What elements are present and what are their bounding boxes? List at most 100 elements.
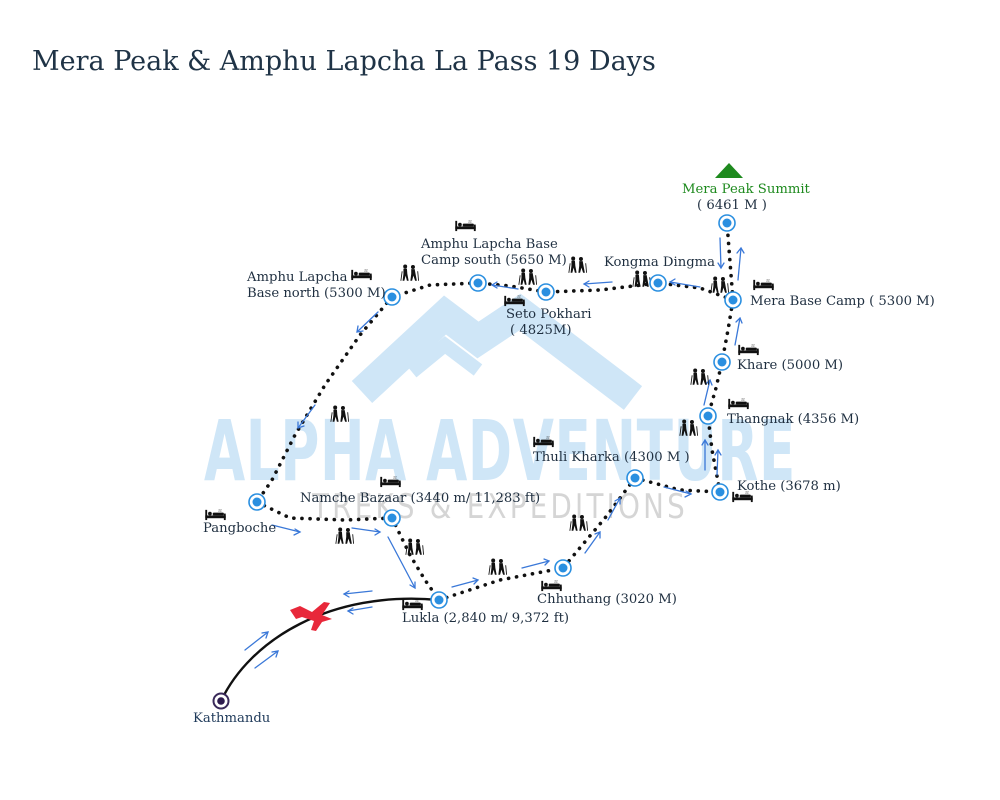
place-labels: Lukla (2,840 m/ 9,372 ft) Chhuthang (302… bbox=[193, 182, 935, 726]
label-mera-base-camp: Mera Base Camp ( 5300 M) bbox=[750, 294, 935, 309]
route-thuli-kharka-to-kothe bbox=[633, 476, 722, 494]
hikers-icon bbox=[405, 538, 424, 556]
route-mera-base-camp-to-summit bbox=[725, 221, 735, 302]
hikers-icon bbox=[335, 527, 354, 545]
label-abc-north: Amphu Lapcha bbox=[246, 270, 348, 285]
arrow-icon bbox=[271, 524, 301, 533]
arrowhead-icon bbox=[614, 496, 621, 505]
label-abc-south-line2: Camp south (5650 M) bbox=[421, 253, 567, 268]
label-mera-peak-summit: Mera Peak Summit bbox=[682, 182, 811, 197]
origin-marker[interactable] bbox=[212, 692, 230, 710]
hikers-icon bbox=[690, 368, 709, 386]
arrow-icon bbox=[343, 590, 373, 595]
waypoint-seto-pokhari[interactable] bbox=[537, 283, 555, 301]
arrowhead-icon bbox=[684, 490, 693, 498]
watermark-brand: ALPHA ADVENTURE bbox=[204, 402, 796, 500]
arrow-icon bbox=[669, 281, 701, 288]
label-namche-bazaar: Namche Bazaar (3440 m/ 11,283 ft) bbox=[300, 491, 540, 506]
arrow-icon bbox=[351, 527, 381, 533]
arrow-icon bbox=[387, 536, 416, 589]
arrowhead-icon bbox=[701, 438, 709, 446]
waypoint-kothe[interactable] bbox=[711, 483, 729, 501]
route-abc-north-to-pangboche bbox=[255, 295, 394, 504]
arrowhead-icon bbox=[409, 581, 416, 590]
label-abc-south: Amphu Lapcha Base bbox=[420, 237, 558, 252]
arrow-icon bbox=[716, 449, 719, 476]
label-seto-pokhari-elevation: ( 4825M) bbox=[510, 323, 572, 338]
waypoint-amphu-lapcha-base-camp-south[interactable] bbox=[469, 274, 487, 292]
arrow-icon bbox=[703, 379, 711, 406]
waypoint-namche-bazaar[interactable] bbox=[383, 509, 401, 527]
arrowhead-icon bbox=[356, 325, 364, 333]
label-chhuthang: Chhuthang (3020 M) bbox=[537, 592, 677, 607]
label-thangnak: Thangnak (4356 M) bbox=[727, 412, 859, 427]
route-namche-to-lukla bbox=[390, 516, 441, 602]
route-abc-south-to-abc-north bbox=[390, 281, 480, 299]
waypoint-thangnak[interactable] bbox=[699, 407, 717, 425]
arrowhead-icon bbox=[490, 281, 498, 289]
arrowhead-icon bbox=[271, 650, 279, 658]
label-khare: Khare (5000 M) bbox=[737, 358, 843, 373]
arrowhead-icon bbox=[346, 607, 354, 615]
arrow-icon bbox=[254, 650, 279, 669]
waypoint-thuli-kharka[interactable] bbox=[626, 469, 644, 487]
waypoint-kongma-dingma[interactable] bbox=[649, 274, 667, 292]
route-pangboche-to-namche bbox=[255, 500, 394, 522]
hikers-icon bbox=[488, 558, 507, 576]
arrow-icon bbox=[356, 311, 379, 333]
label-thuli-kharka: Thuli Kharka (4300 M ) bbox=[533, 450, 690, 465]
route-kothe-to-mera-base-camp bbox=[706, 298, 735, 494]
arrow-icon bbox=[244, 631, 269, 651]
arrow-icon bbox=[734, 317, 741, 346]
arrow-icon bbox=[719, 237, 722, 269]
arrowhead-icon bbox=[293, 528, 302, 536]
arrow-icon bbox=[491, 284, 519, 290]
label-mera-peak-summit-elevation: ( 6461 M ) bbox=[697, 198, 767, 213]
arrow-icon bbox=[737, 247, 742, 281]
map-title: Mera Peak & Amphu Lapcha La Pass 19 Days bbox=[32, 46, 656, 77]
watermark: ALPHA ADVENTURE TREKS & EXPEDITIONS bbox=[204, 293, 796, 527]
hikers-icon bbox=[710, 276, 729, 294]
route-seto-pokhari-to-abc-south bbox=[476, 281, 548, 294]
waypoint-chhuthang[interactable] bbox=[554, 559, 572, 577]
arrow-icon bbox=[521, 560, 550, 569]
summit-peak-icon bbox=[715, 163, 743, 178]
waypoint-amphu-lapcha-base-north[interactable] bbox=[383, 288, 401, 306]
bed-icon bbox=[541, 579, 562, 592]
hikers-icon bbox=[518, 268, 537, 286]
arrowhead-icon bbox=[582, 280, 590, 288]
waypoint-pangboche[interactable] bbox=[248, 493, 266, 511]
arrowhead-icon bbox=[374, 528, 382, 536]
hikers-icon bbox=[400, 264, 419, 282]
arrowhead-icon bbox=[736, 246, 745, 254]
hikers-icon bbox=[568, 256, 587, 274]
arrowhead-icon bbox=[261, 631, 269, 639]
waypoint-mera-peak-summit[interactable] bbox=[718, 214, 736, 232]
waypoint-lukla[interactable] bbox=[430, 591, 448, 609]
arrowhead-icon bbox=[543, 558, 551, 566]
waypoint-khare[interactable] bbox=[713, 353, 731, 371]
flight-path bbox=[219, 597, 440, 702]
arrowhead-icon bbox=[594, 531, 601, 539]
arrow-icon bbox=[347, 606, 373, 612]
arrowhead-icon bbox=[717, 262, 725, 270]
bed-icon bbox=[351, 268, 372, 281]
airplane-icon bbox=[290, 602, 332, 631]
arrow-icon bbox=[663, 486, 692, 495]
hikers-icon bbox=[632, 270, 651, 288]
bed-icon bbox=[205, 508, 226, 521]
arrowhead-icon bbox=[705, 378, 713, 386]
waypoints bbox=[248, 214, 742, 609]
bed-icon bbox=[402, 598, 423, 611]
waypoint-mera-base-camp[interactable] bbox=[724, 291, 742, 309]
arrowhead-icon bbox=[668, 278, 676, 286]
label-kongma-dingma: Kongma Dingma bbox=[604, 255, 715, 270]
arrow-icon bbox=[607, 497, 621, 521]
arrowhead-icon bbox=[735, 316, 743, 324]
arrow-icon bbox=[297, 404, 316, 429]
arrow-icon bbox=[583, 281, 613, 285]
label-lukla: Lukla (2,840 m/ 9,372 ft) bbox=[402, 611, 569, 626]
bed-icon bbox=[753, 278, 774, 291]
